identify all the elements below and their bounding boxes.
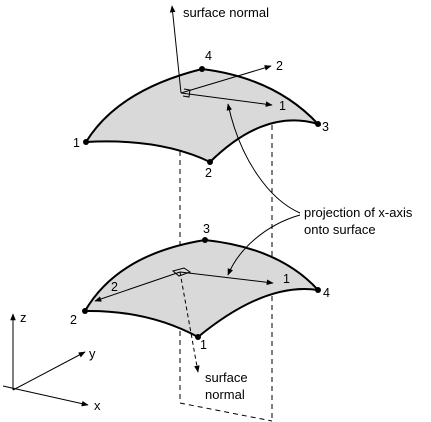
top-local-axis-2 <box>180 65 272 94</box>
label-axis-x: x <box>94 398 101 413</box>
top-label-axis-1: 1 <box>279 99 286 113</box>
label-axis-y: y <box>89 346 96 361</box>
top-right-angle-marker <box>182 88 191 98</box>
leader-to-top-surface <box>226 103 301 214</box>
bottom-corner-nodes <box>82 237 321 340</box>
top-corner-nodes <box>83 66 321 165</box>
top-node-2 <box>207 159 213 165</box>
top-label-axis-2: 2 <box>276 59 283 73</box>
bottom-label-corner-2: 2 <box>70 313 77 327</box>
bottom-right-angle-marker <box>171 267 192 277</box>
bottom-label-corner-4: 4 <box>323 286 330 300</box>
bottom-surface <box>82 237 321 373</box>
bottom-node-2 <box>82 308 88 314</box>
projection-leaders <box>226 103 301 276</box>
label-projection-line2: onto surface <box>304 222 376 237</box>
bottom-label-corner-3: 3 <box>203 222 210 236</box>
top-label-corner-4: 4 <box>205 49 212 63</box>
bottom-local-axis-2 <box>94 271 181 302</box>
axis-y-line <box>12 351 86 391</box>
bottom-node-3 <box>202 237 208 243</box>
bottom-surface-normal <box>179 271 200 373</box>
label-surface-normal-bottom-2: normal <box>205 387 245 402</box>
top-node-1 <box>83 139 89 145</box>
axis-x-line <box>2 385 89 407</box>
top-label-corner-1: 1 <box>73 136 80 150</box>
bottom-label-corner-1: 1 <box>200 338 207 352</box>
label-projection-line1: projection of x-axis <box>304 205 413 220</box>
top-surface-patch <box>84 67 322 164</box>
bottom-node-1 <box>195 334 201 340</box>
bottom-local-axis-1 <box>179 271 274 286</box>
leader-to-bottom-surface <box>227 214 301 276</box>
bottom-surface-patch <box>83 238 321 339</box>
top-node-3 <box>315 121 321 127</box>
top-label-corner-2: 2 <box>205 166 212 180</box>
top-node-4 <box>199 66 205 72</box>
label-surface-normal-bottom-1: surface <box>205 370 248 385</box>
label-surface-normal-top: surface normal <box>183 5 269 20</box>
top-label-corner-3: 3 <box>322 120 329 134</box>
global-axes-triad <box>2 313 89 407</box>
bottom-label-axis-2: 2 <box>111 280 118 294</box>
label-axis-z: z <box>20 310 27 325</box>
bottom-node-4 <box>315 287 321 293</box>
top-surface <box>83 5 322 165</box>
bottom-label-axis-1: 1 <box>283 272 290 286</box>
top-local-axis-1 <box>180 92 273 107</box>
top-surface-normal <box>169 5 182 94</box>
